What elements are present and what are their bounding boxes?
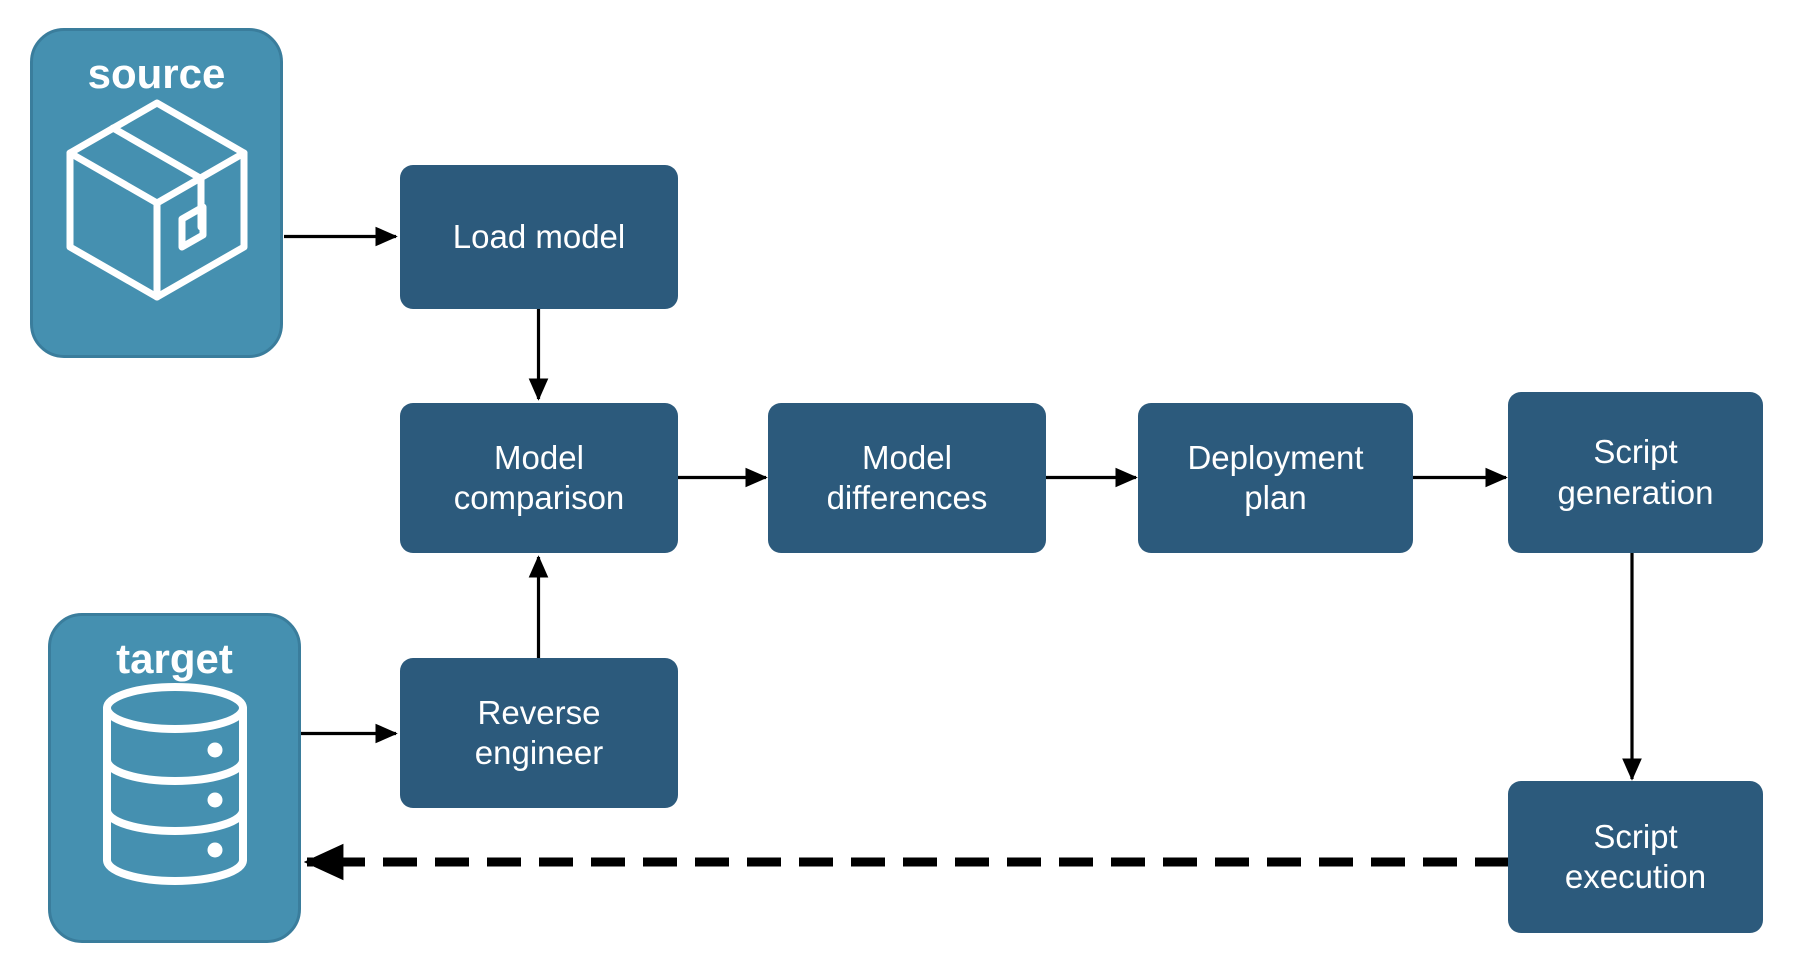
node-load-model[interactable]: Load model: [400, 165, 678, 309]
node-model-differences-line-2: differences: [826, 479, 988, 516]
node-deployment-plan-line-1: Deployment: [1187, 438, 1364, 476]
node-script-generation-line-2: generation: [1557, 473, 1714, 511]
endpoint-target-label: target: [116, 635, 233, 682]
node-script-execution-line-1: Script: [1593, 817, 1678, 855]
node-script-execution[interactable]: Script execution: [1508, 781, 1763, 933]
endpoint-source[interactable]: source: [30, 28, 283, 358]
node-model-differences-line-1: Model: [862, 438, 952, 476]
node-reverse-engineer-line-2: engineer: [474, 734, 604, 771]
node-model-differences[interactable]: Model differences: [768, 403, 1046, 553]
endpoint-source-label: source: [87, 50, 226, 97]
node-model-comparison-line-1: Model: [494, 438, 584, 476]
node-model-comparison[interactable]: Model comparison: [400, 403, 678, 553]
database-cylinder-icon: [102, 683, 247, 885]
node-script-generation[interactable]: Script generation: [1508, 392, 1763, 553]
node-script-execution-line-2: execution: [1564, 858, 1707, 895]
endpoint-target[interactable]: target: [48, 613, 301, 943]
node-model-comparison-line-2: comparison: [453, 479, 625, 516]
node-deployment-plan-line-2: plan: [1244, 479, 1307, 516]
node-deployment-plan[interactable]: Deployment plan: [1138, 403, 1413, 553]
node-reverse-engineer[interactable]: Reverse engineer: [400, 658, 678, 808]
package-box-icon: [66, 99, 247, 301]
node-load-model-line-1: Load model: [452, 217, 626, 255]
node-script-generation-line-1: Script: [1593, 433, 1678, 471]
node-reverse-engineer-line-1: Reverse: [477, 693, 601, 731]
